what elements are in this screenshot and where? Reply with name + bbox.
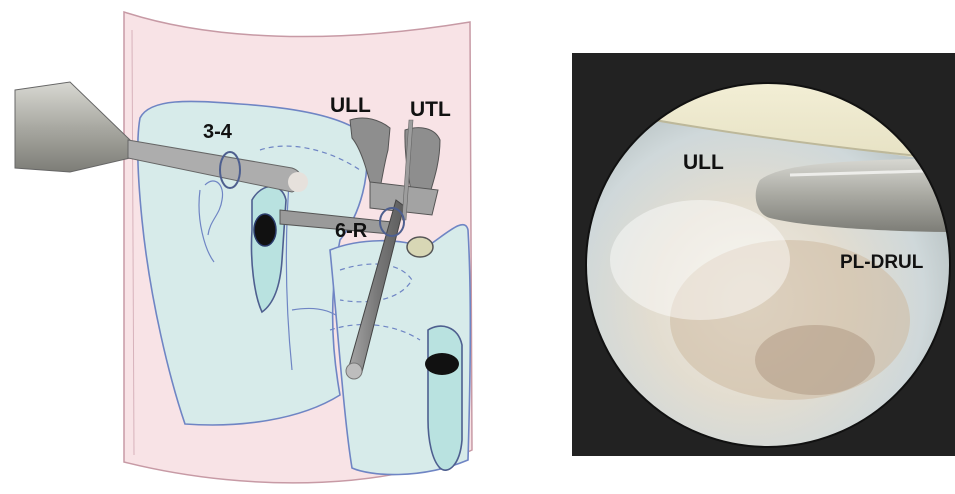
scope-tip <box>288 172 308 192</box>
tendon-dark-oval <box>254 214 276 246</box>
ulnar-styloid <box>407 237 433 257</box>
rod-tip <box>346 363 362 379</box>
ecu-dark-oval <box>425 353 459 375</box>
label-pl-drul: PL-DRUL <box>840 252 924 273</box>
label-6-r: 6-R <box>335 220 368 242</box>
wrist-schematic: 3-4 6-R ULL UTL <box>15 12 472 483</box>
label-3-4: 3-4 <box>203 121 233 143</box>
label-utl: UTL <box>410 98 451 121</box>
label-ull-scope: ULL <box>683 151 724 174</box>
scope-body <box>15 82 130 172</box>
tissue-shadow <box>755 325 875 395</box>
arthroscopy-view: ULL PL-DRUL <box>560 53 955 456</box>
tissue-mass-2 <box>610 200 790 320</box>
ecu-tendon <box>428 326 462 470</box>
label-ull-schematic: ULL <box>330 94 371 117</box>
